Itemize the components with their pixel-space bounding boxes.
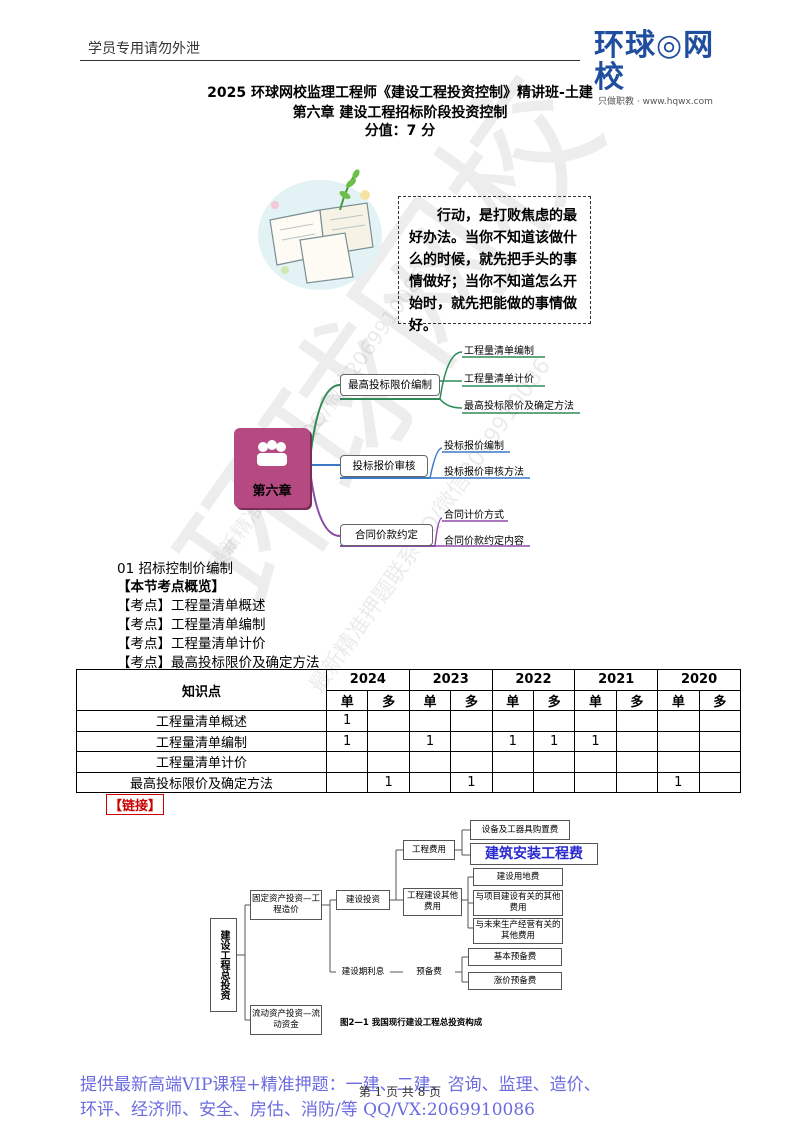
fixed-asset-box: 固定资产投资—工程造价 bbox=[250, 890, 322, 920]
leaf-bq-compile: 工程量清单编制 bbox=[464, 346, 534, 357]
count-cell bbox=[698, 771, 742, 793]
leaf-bq-pricing: 工程量清单计价 bbox=[464, 374, 534, 385]
branch-bid-review: 投标报价审核 bbox=[340, 455, 428, 477]
link-label: 【链接】 bbox=[106, 794, 165, 815]
table-row: 工程量清单计价 bbox=[76, 751, 742, 773]
leaf-bid-review-method: 投标报价审核方法 bbox=[444, 467, 524, 478]
year-header: 2024 bbox=[326, 669, 410, 691]
diagram-caption: 图2—1 我国现行建设工程总投资构成 bbox=[340, 1018, 483, 1028]
leaf-contract-terms: 合同价款约定内容 bbox=[444, 536, 524, 547]
promo-line-2: 环评、经济师、安全、房估、消防/等 QQ/VX:2069910086 bbox=[80, 1100, 535, 1120]
basic-reserve-box: 基本预备费 bbox=[468, 948, 562, 966]
chapter-title: 第六章 建设工程招标阶段投资控制 bbox=[292, 105, 508, 121]
course-title: 2025 环球网校监理工程师《建设工程投资控制》精讲班-土建 bbox=[207, 85, 593, 101]
land-cost-box: 建设用地费 bbox=[473, 868, 563, 886]
price-reserve-box: 涨价预备费 bbox=[468, 972, 562, 990]
point-3: 【考点】工程量清单计价 bbox=[117, 636, 266, 652]
engineering-cost-box: 工程费用 bbox=[403, 840, 455, 860]
current-asset-box: 流动资产投资—流动资金 bbox=[250, 1005, 322, 1035]
multi-choice-header: 多 bbox=[615, 689, 659, 711]
score-title: 分值：7 分 bbox=[364, 123, 436, 139]
knowledge-point-cell: 最高投标限价及确定方法 bbox=[76, 771, 327, 793]
logo-tagline: 只做职教 · www.hqwx.com bbox=[598, 97, 713, 107]
table-header-years: 知识点 2024 2023 2022 2021 2020 bbox=[76, 669, 741, 711]
overview-label: 【本节考点概览】 bbox=[117, 579, 225, 595]
reserve-fund-box: 预备费 bbox=[403, 962, 455, 982]
mindmap-root-label: 第六章 bbox=[252, 484, 292, 499]
brand-logo: 环球◎网校 只做职教 · www.hqwx.com bbox=[594, 30, 744, 108]
leaf-bid-compile: 投标报价编制 bbox=[444, 441, 504, 452]
people-icon bbox=[257, 440, 287, 466]
multi-choice-header: 多 bbox=[698, 689, 742, 711]
construction-investment-box: 建设投资 bbox=[336, 890, 390, 910]
logo-text: 环球◎网校 bbox=[594, 28, 715, 95]
motivation-quote: 行动，是打败焦虑的最好办法。当你不知道该做什么的时候，就先把手头的事情做好；当你… bbox=[398, 196, 591, 334]
count-cell: 1 bbox=[367, 771, 410, 793]
section-heading: 01 招标控制价编制 bbox=[117, 561, 233, 577]
promo-line-1: 提供最新高端VIP课程+精准押题：一建、二建、咨询、监理、造价、 bbox=[80, 1075, 601, 1095]
col-knowledge-point: 知识点 bbox=[76, 669, 327, 711]
equipment-cost-box: 设备及工器具购置费 bbox=[470, 820, 570, 840]
project-related-cost-box: 与项目建设有关的其他费用 bbox=[473, 890, 563, 916]
page-number: 第 1 页 共 8 页 bbox=[358, 1085, 442, 1099]
count-cell: 1 bbox=[450, 771, 493, 793]
multi-choice-header: 多 bbox=[532, 689, 576, 711]
point-4: 【考点】最高投标限价及确定方法 bbox=[117, 655, 320, 671]
construction-install-cost-box: 建筑安装工程费 bbox=[470, 843, 598, 865]
exam-frequency-table: 知识点 2024 2023 2022 2021 2020 单多 单多 单多 单多… bbox=[76, 669, 742, 793]
total-investment-box: 建设工程总投资 bbox=[210, 918, 237, 1012]
point-2: 【考点】工程量清单编制 bbox=[117, 617, 266, 633]
year-header: 2021 bbox=[574, 669, 659, 691]
leaf-contract-pricing: 合同计价方式 bbox=[444, 510, 504, 521]
construction-interest-box: 建设期利息 bbox=[336, 962, 390, 982]
future-ops-cost-box: 与未来生产经营有关的其他费用 bbox=[473, 918, 563, 944]
point-1: 【考点】工程量清单概述 bbox=[117, 598, 266, 614]
leaf-max-bid-method: 最高投标限价及确定方法 bbox=[464, 401, 574, 412]
other-cost-box: 工程建设其他费用 bbox=[403, 888, 462, 916]
open-book-illustration bbox=[258, 169, 382, 290]
mindmap-root: 第六章 bbox=[234, 428, 310, 508]
confidential-note: 学员专用请勿外泄 bbox=[88, 41, 200, 57]
branch-max-bid-limit: 最高投标限价编制 bbox=[340, 374, 440, 396]
branch-contract-price: 合同价款约定 bbox=[340, 524, 433, 546]
header-divider bbox=[80, 60, 580, 61]
